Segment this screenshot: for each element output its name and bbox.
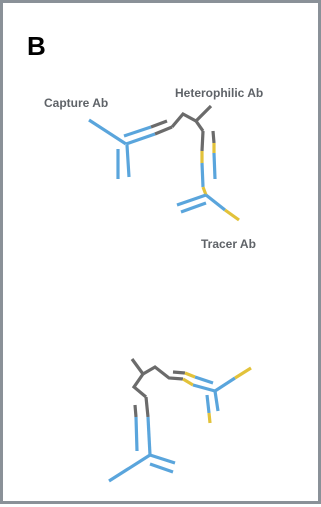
tracer-b-arm-light xyxy=(194,375,214,385)
capture-arm-right-heavy xyxy=(125,132,156,146)
hetero-hinge xyxy=(170,104,213,129)
tracer-b-yellow-3 xyxy=(234,366,252,380)
tracer-antibody-top xyxy=(176,143,240,222)
hetero-arm-down-light xyxy=(211,130,216,144)
capture-b-arm-right-light xyxy=(149,462,174,474)
capture-b-stem-right xyxy=(146,416,152,456)
tracer-b-yellow-4 xyxy=(207,412,212,424)
tracer-ab-label: Tracer Ab xyxy=(201,237,256,251)
capture-arm-left xyxy=(88,118,127,146)
capture-b-arm-right-heavy xyxy=(149,453,176,465)
hetero-b-arm-down-heavy xyxy=(144,396,150,418)
capture-stem-right xyxy=(125,144,131,178)
hetero-b-arm-right-light xyxy=(172,370,186,375)
tracer-arm-left-light xyxy=(180,201,207,214)
hetero-b-arm-upper xyxy=(130,358,145,375)
tracer-arm-left-heavy xyxy=(176,193,207,207)
tracer-b-arm-upright xyxy=(214,376,236,393)
panel-letter: B xyxy=(27,31,46,61)
capture-antibody-bottom xyxy=(108,416,176,483)
heterophilic-ab-label: Heterophilic Ab xyxy=(175,86,264,100)
tracer-stem-right xyxy=(212,152,217,180)
tracer-stem-left xyxy=(200,162,205,188)
hetero-hinge-right xyxy=(194,120,205,132)
tracer-b-yellow-2 xyxy=(184,371,196,379)
tracer-antibody-bottom xyxy=(182,366,252,424)
capture-b-arm-left xyxy=(108,453,151,483)
capture-b-stem-left xyxy=(134,416,139,452)
hetero-arm-down-heavy xyxy=(200,130,205,152)
hetero-b-hinge-right xyxy=(142,365,184,381)
tracer-b-stem-right xyxy=(213,390,220,412)
tracer-arm-right xyxy=(205,193,226,212)
heterophilic-antibody-bottom xyxy=(130,358,186,418)
hetero-arm-left-light xyxy=(150,119,168,129)
capture-antibody-top xyxy=(88,118,156,179)
hetero-b-arm-down-light xyxy=(133,404,138,418)
tracer-b-yellow-1 xyxy=(182,377,194,387)
antibody-diagram xyxy=(88,104,252,483)
heterophilic-antibody-top xyxy=(150,104,216,152)
tracer-b-arm-heavy xyxy=(192,383,216,393)
tracer-b-stem-left xyxy=(205,394,211,414)
tracer-yellow-4 xyxy=(224,208,240,222)
capture-arm-right-light xyxy=(123,125,152,138)
hetero-b-hinge-left xyxy=(131,373,148,399)
hetero-arm-left-heavy xyxy=(154,125,173,136)
capture-ab-label: Capture Ab xyxy=(44,96,109,110)
